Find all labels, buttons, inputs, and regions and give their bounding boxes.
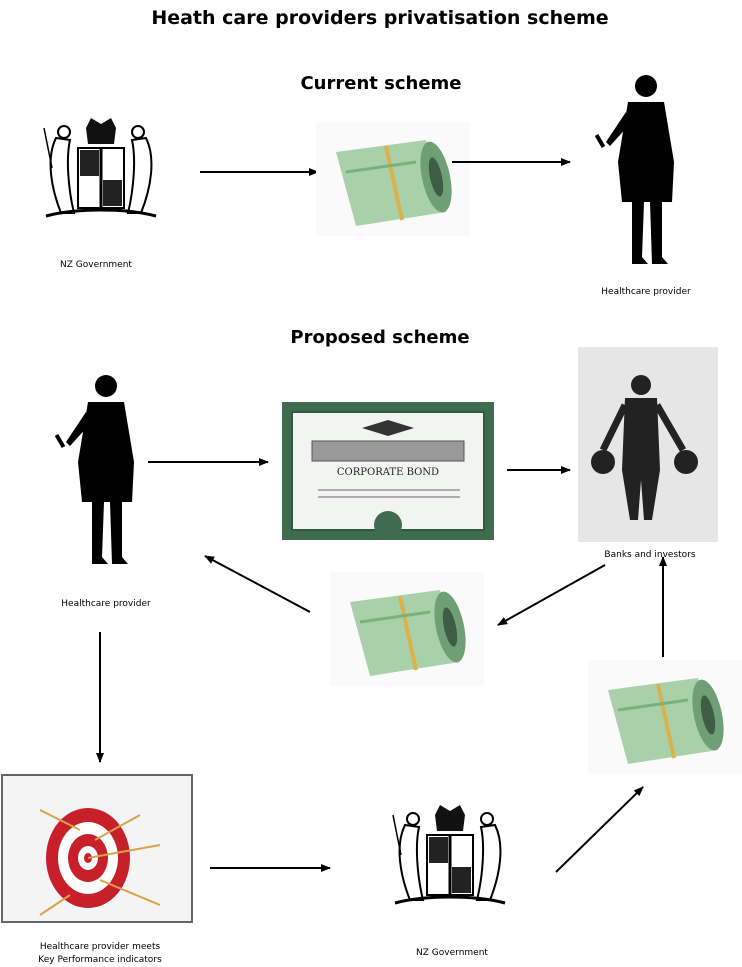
money-roll-icon bbox=[314, 120, 472, 238]
money-roll-icon bbox=[328, 570, 486, 688]
kpi-label-line1: Healthcare provider meets bbox=[40, 942, 161, 952]
arrow-money-to-provider bbox=[204, 555, 311, 613]
arrow-banks-to-money bbox=[497, 564, 606, 626]
money-roll-icon bbox=[586, 658, 742, 776]
doctor-silhouette-icon bbox=[594, 75, 674, 264]
target-kpi-image bbox=[1, 774, 193, 923]
banks-investors-label: Banks and investors bbox=[604, 550, 695, 560]
proposed-provider-label: Healthcare provider bbox=[61, 599, 151, 609]
proposed-scheme-heading: Proposed scheme bbox=[290, 327, 469, 348]
banks-investors-image bbox=[578, 347, 718, 542]
current-scheme-heading: Current scheme bbox=[300, 73, 461, 94]
corporate-bond-image: CORPORATE BOND bbox=[282, 402, 494, 540]
proposed-government-label: NZ Government bbox=[416, 948, 488, 958]
doctor-silhouette-icon bbox=[54, 375, 135, 564]
nz-coat-of-arms-icon bbox=[391, 803, 507, 905]
arrow-government-to-money bbox=[555, 786, 644, 873]
kpi-label-line2: Key Performance indicators bbox=[38, 955, 162, 965]
nz-coat-of-arms-icon bbox=[42, 116, 158, 218]
bond-title: CORPORATE BOND bbox=[337, 467, 439, 478]
diagram-title: Heath care providers privatisation schem… bbox=[151, 7, 608, 29]
current-provider-label: Healthcare provider bbox=[601, 287, 691, 297]
current-government-label: NZ Government bbox=[60, 260, 132, 270]
